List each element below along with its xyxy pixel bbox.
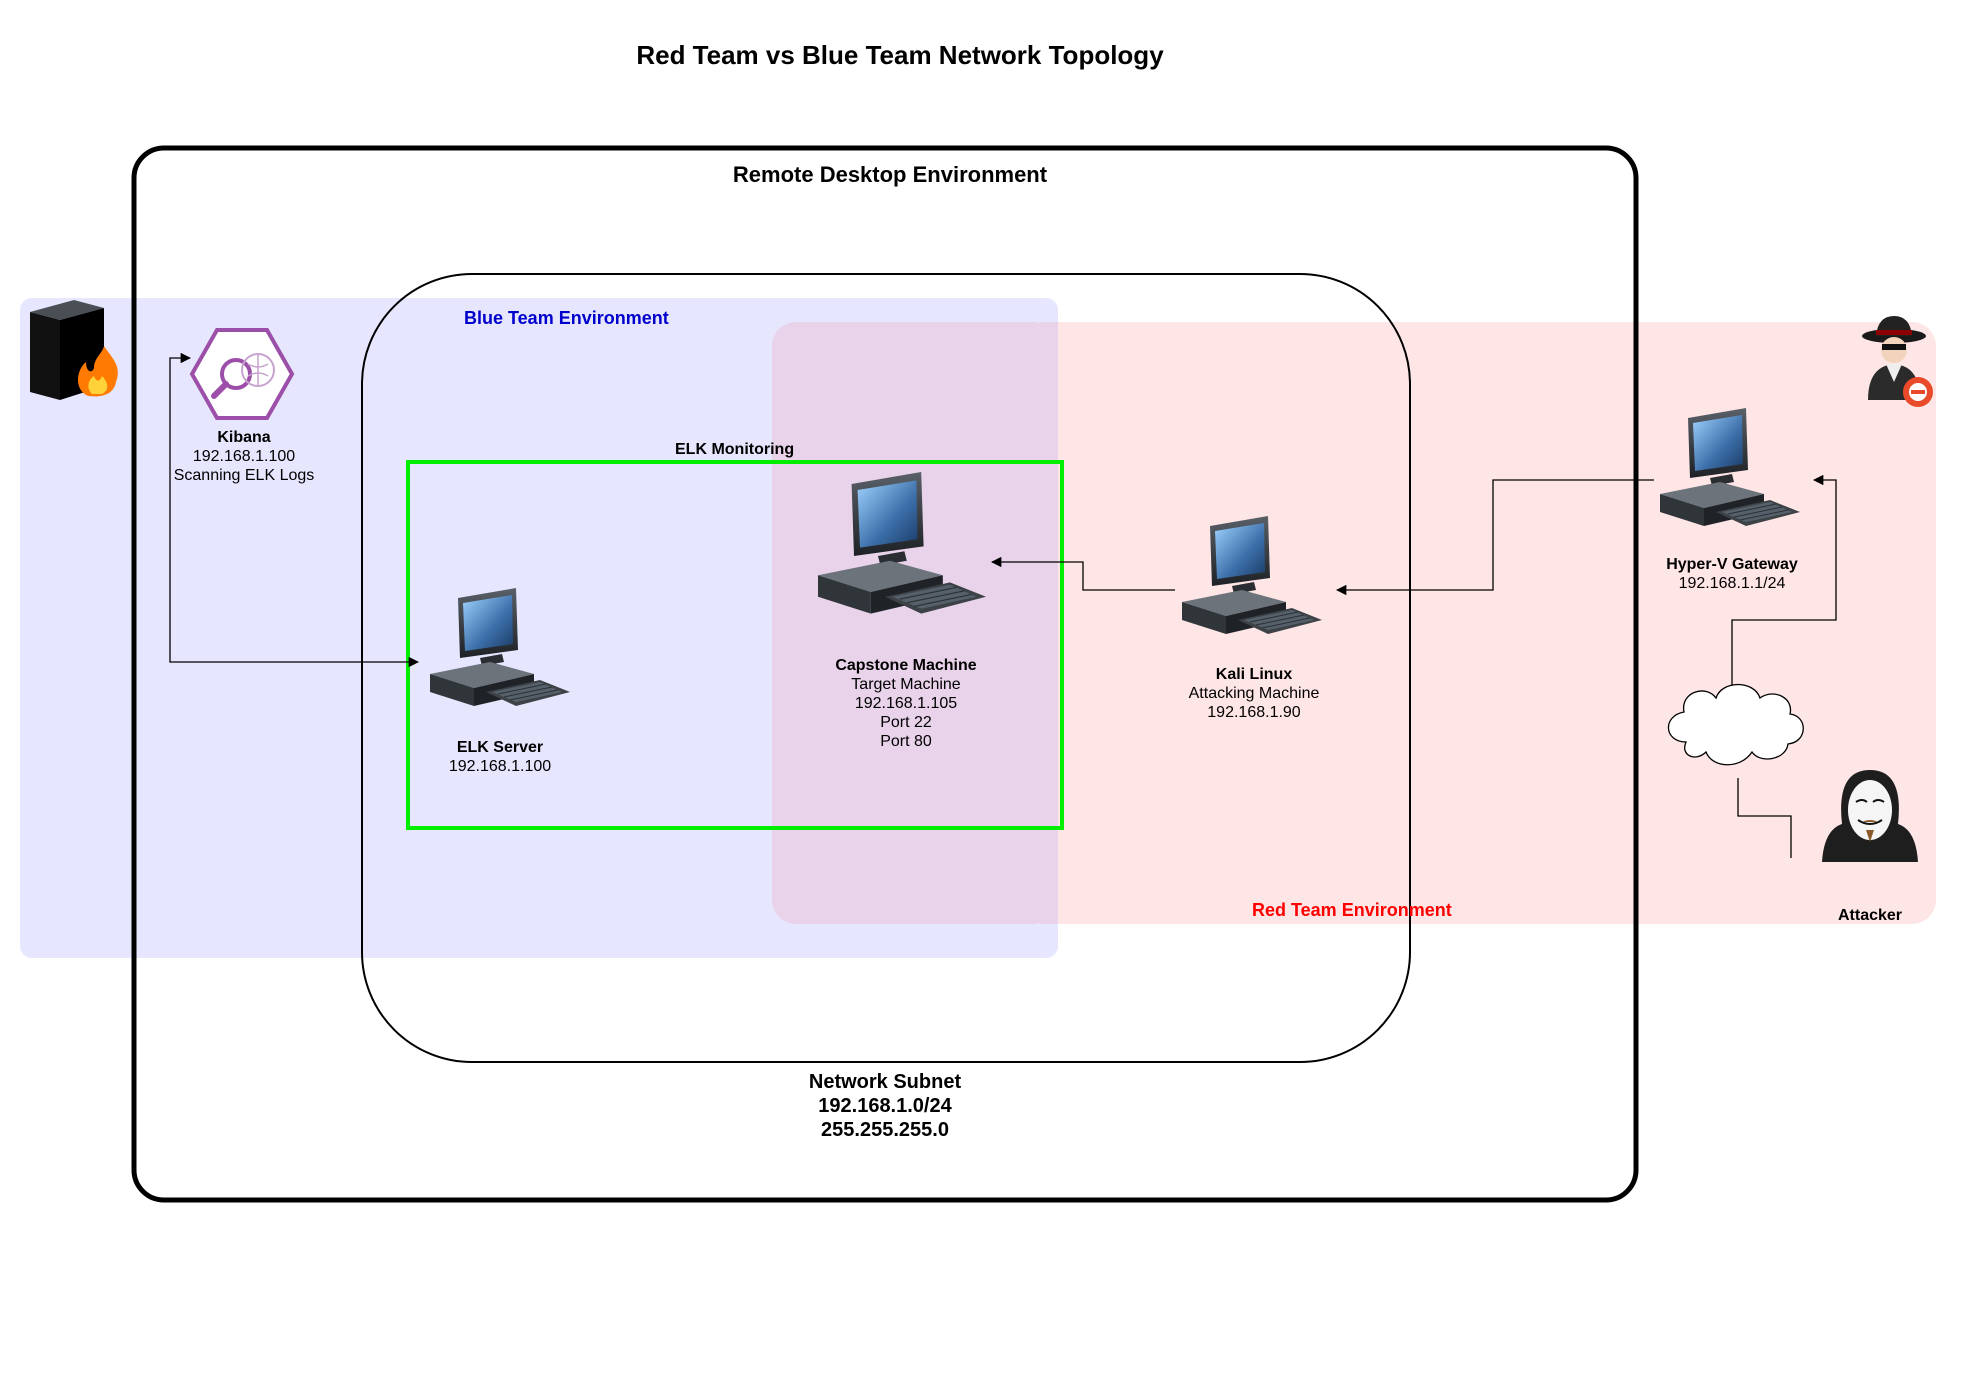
gateway-kali-connector xyxy=(1335,479,1654,596)
capstone-node-label: Capstone Machine Target Machine 192.168.… xyxy=(806,656,1006,751)
cloud-icon xyxy=(1667,684,1804,766)
elk-server-ip: 192.168.1.100 xyxy=(448,758,552,775)
capstone-port-80: Port 80 xyxy=(880,733,932,750)
kali-role: Attacking Machine xyxy=(1188,685,1320,702)
kali-node-label: Kali Linux Attacking Machine 192.168.1.9… xyxy=(1154,665,1354,722)
network-subnet-frame xyxy=(361,273,1411,1063)
kali-capstone-connector xyxy=(990,556,1175,591)
kibana-ip: 192.168.1.100 xyxy=(192,448,296,465)
kibana-desc: Scanning ELK Logs xyxy=(173,467,315,484)
red-team-label: Red Team Environment xyxy=(1252,900,1452,920)
diagram-title: Red Team vs Blue Team Network Topology xyxy=(636,40,1164,70)
attacker-name: Attacker xyxy=(1837,907,1903,924)
cloud-gateway-connector xyxy=(1731,474,1837,690)
kibana-name: Kibana xyxy=(217,429,271,446)
attacker-cloud-connector xyxy=(1737,778,1792,858)
remote-desktop-label: Remote Desktop Environment xyxy=(732,162,1048,187)
overlap-region xyxy=(772,322,1058,924)
capstone-name: Capstone Machine xyxy=(835,657,977,674)
kali-ip: 192.168.1.90 xyxy=(1207,704,1301,721)
kibana-elk-connector xyxy=(169,352,420,668)
hyperv-ip: 192.168.1.1/24 xyxy=(1678,575,1786,592)
firewall-icon xyxy=(30,300,118,400)
attacker-node-label: Attacker xyxy=(1800,906,1940,925)
network-subnet-label: Network Subnet 192.168.1.0/24 255.255.25… xyxy=(735,1070,1035,1142)
kibana-icon xyxy=(189,328,295,420)
kali-name: Kali Linux xyxy=(1215,666,1293,683)
hyperv-name: Hyper-V Gateway xyxy=(1666,556,1798,573)
subnet-mask: 255.255.255.0 xyxy=(821,1119,949,1141)
hyperv-node-label: Hyper-V Gateway 192.168.1.1/24 xyxy=(1632,555,1832,593)
attacker-mask-icon xyxy=(1822,770,1918,862)
capstone-ip: 192.168.1.105 xyxy=(854,695,958,712)
spy-icon xyxy=(1862,316,1933,407)
capstone-role: Target Machine xyxy=(851,676,961,693)
subnet-cidr: 192.168.1.0/24 xyxy=(818,1095,952,1117)
elk-monitoring-label: ELK Monitoring xyxy=(675,441,795,458)
elk-server-node-label: ELK Server 192.168.1.100 xyxy=(400,738,600,776)
remote-desktop-frame xyxy=(131,145,1639,1203)
elk-server-name: ELK Server xyxy=(456,739,544,756)
subnet-title: Network Subnet xyxy=(808,1071,962,1093)
capstone-port-22: Port 22 xyxy=(880,714,932,731)
kibana-node-label: Kibana 192.168.1.100 Scanning ELK Logs xyxy=(144,428,344,485)
blue-team-label: Blue Team Environment xyxy=(464,308,669,328)
